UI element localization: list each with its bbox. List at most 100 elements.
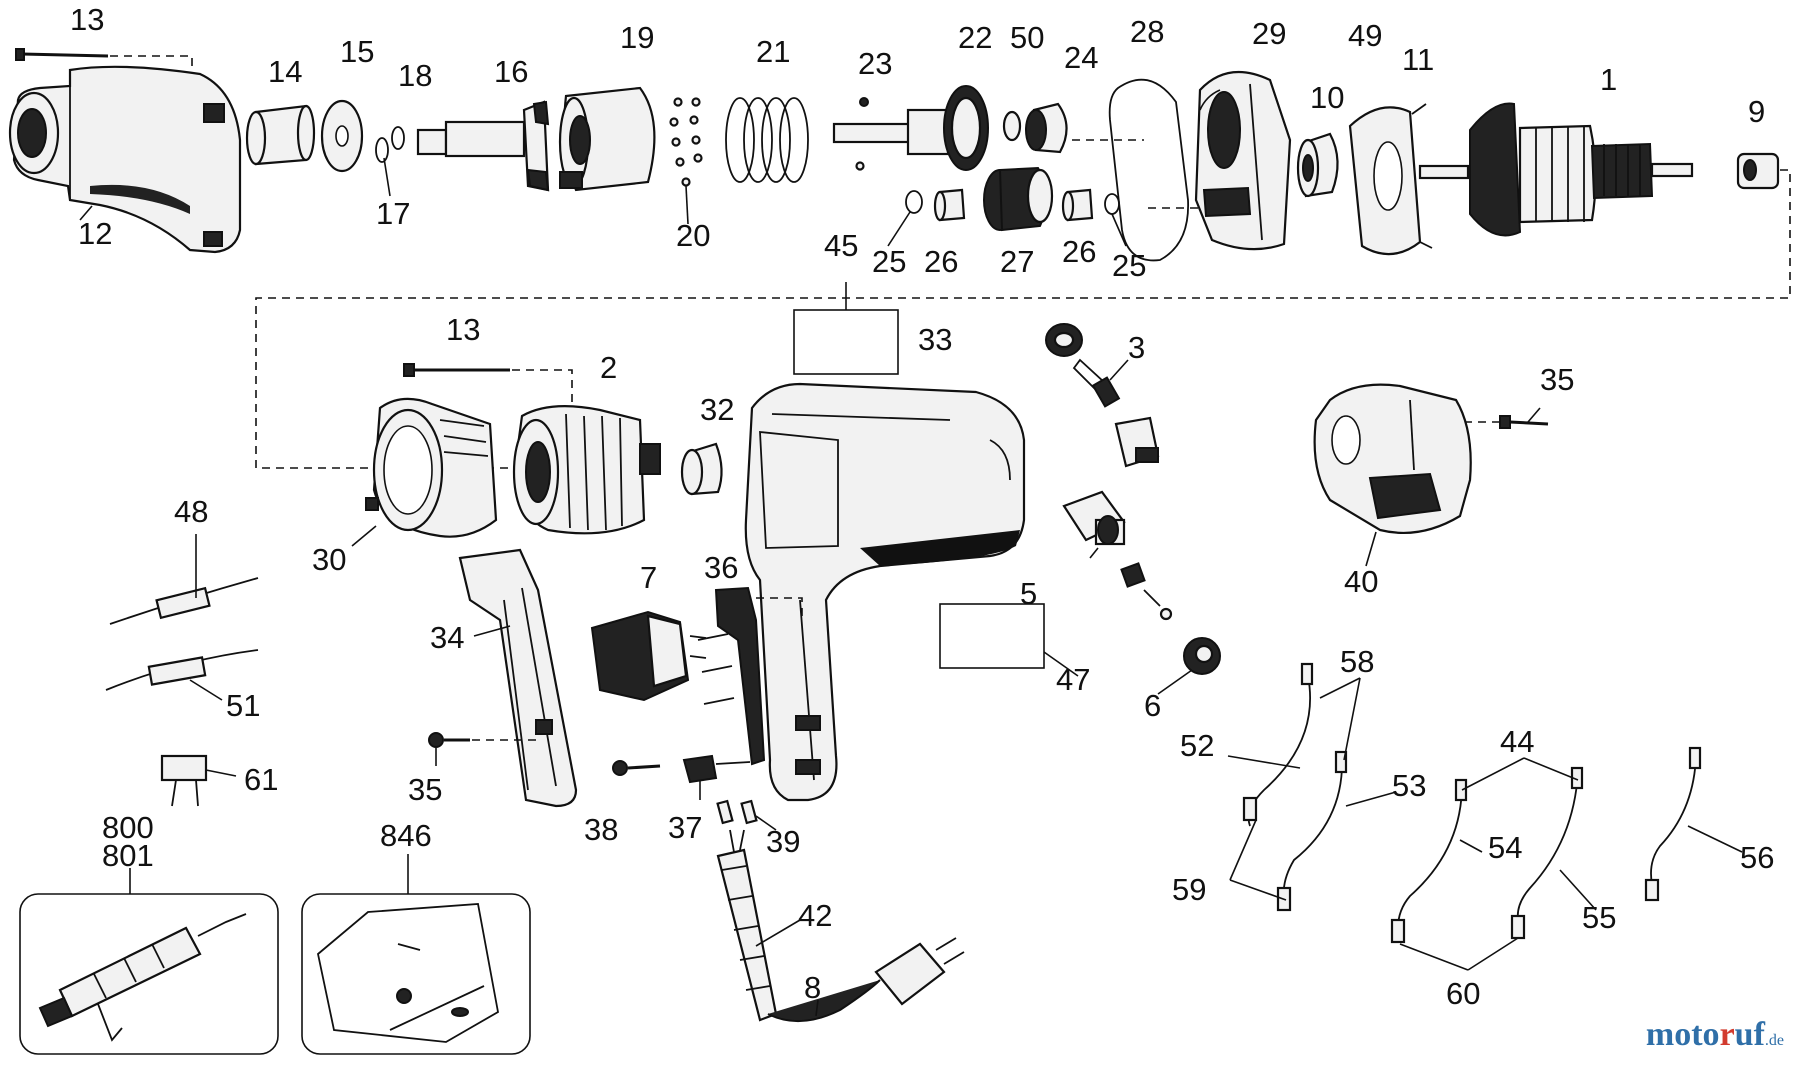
leader-58 xyxy=(1319,677,1361,761)
part-28-gasket xyxy=(1108,78,1189,262)
part-21-spring xyxy=(725,97,809,183)
leader-54 xyxy=(1459,839,1483,853)
label-49: 49 xyxy=(1348,18,1382,53)
part-53-wire xyxy=(1276,750,1348,912)
leader-25b xyxy=(1111,213,1127,247)
part-52-wire xyxy=(1242,662,1314,827)
label-19: 19 xyxy=(620,20,654,55)
label-58: 58 xyxy=(1340,644,1374,679)
label-7: 7 xyxy=(640,560,657,595)
label-25-right: 25 xyxy=(1112,248,1146,283)
label-12: 12 xyxy=(78,216,112,251)
part-61-wire-clip xyxy=(160,754,208,807)
label-48: 48 xyxy=(174,494,208,529)
label-17: 17 xyxy=(376,196,410,231)
leader-25a xyxy=(887,211,911,247)
part-48-wire-connector xyxy=(109,577,259,625)
label-2: 2 xyxy=(600,350,617,385)
part-26-bushing-b xyxy=(1061,188,1094,222)
part-27-gear xyxy=(983,166,1054,232)
label-36: 36 xyxy=(704,550,738,585)
part-50-washer xyxy=(1002,110,1022,142)
leader-60 xyxy=(1399,937,1519,971)
label-47: 47 xyxy=(1056,662,1090,697)
leader-53 xyxy=(1345,791,1397,807)
part-25-washer-b xyxy=(1104,193,1120,215)
leader-40 xyxy=(1365,531,1377,567)
part-32-bushing xyxy=(680,442,723,496)
label-16: 16 xyxy=(494,54,528,89)
watermark-logo: motoruf.de xyxy=(1645,1016,1784,1053)
label-42: 42 xyxy=(798,898,832,933)
leader-39 xyxy=(755,815,777,831)
label-3: 3 xyxy=(1128,330,1145,365)
part-23-pin xyxy=(859,97,869,107)
leader-17 xyxy=(383,157,391,197)
label-38: 38 xyxy=(584,812,618,847)
part-10-bearing xyxy=(1296,132,1339,198)
leader-3 xyxy=(1109,359,1129,381)
label-20: 20 xyxy=(676,218,710,253)
dashed-guide-36 xyxy=(756,597,803,616)
leader-8 xyxy=(815,999,819,1017)
label-39: 39 xyxy=(766,824,800,859)
label-45: 45 xyxy=(824,228,858,263)
part-25-washer-a xyxy=(905,190,923,214)
label-29: 29 xyxy=(1252,16,1286,51)
part-20-steel-balls xyxy=(669,97,703,187)
part-38-screw xyxy=(612,760,661,776)
part-19-hammer xyxy=(558,86,656,192)
part-16-anvil xyxy=(416,100,550,192)
part-29-gear-housing xyxy=(1194,70,1292,251)
part-5-brush-holder xyxy=(1062,490,1173,621)
label-22: 22 xyxy=(958,20,992,55)
part-22-spindle xyxy=(832,85,989,171)
label-8: 8 xyxy=(804,970,821,1005)
label-800: 800 xyxy=(102,810,154,845)
part-39-terminals xyxy=(716,799,758,825)
label-27: 27 xyxy=(1000,244,1034,279)
label-13-top: 13 xyxy=(70,2,104,37)
part-54-wire xyxy=(1390,778,1468,944)
leader-59 xyxy=(1229,819,1287,901)
label-24: 24 xyxy=(1064,40,1098,75)
label-25-left: 25 xyxy=(872,244,906,279)
leader-51 xyxy=(189,679,223,701)
label-33: 33 xyxy=(918,322,952,357)
label-21: 21 xyxy=(756,34,790,69)
leader-5 xyxy=(1089,547,1099,559)
part-47-label xyxy=(939,603,1045,669)
part-37-cord-clamp xyxy=(682,754,751,784)
label-54: 54 xyxy=(1488,830,1522,865)
part-8-power-cord xyxy=(767,937,965,1023)
label-23: 23 xyxy=(858,46,892,81)
label-15: 15 xyxy=(340,34,374,69)
label-44: 44 xyxy=(1500,724,1534,759)
dashed-guide-13b xyxy=(512,369,573,404)
label-35-left: 35 xyxy=(408,772,442,807)
part-14-sleeve xyxy=(245,104,316,166)
part-56-wire xyxy=(1644,746,1702,902)
label-5: 5 xyxy=(1020,576,1037,611)
part-13-screw-top xyxy=(15,48,109,61)
part-18-ring xyxy=(391,126,405,150)
label-28: 28 xyxy=(1130,14,1164,49)
part-45-nameplate xyxy=(793,309,899,375)
label-6: 6 xyxy=(1144,688,1161,723)
part-3-brush-assembly xyxy=(1045,323,1160,468)
part-846-parts-bag xyxy=(301,893,531,1055)
part-34-handle xyxy=(458,548,578,808)
part-30-end-cap xyxy=(365,397,498,538)
label-30: 30 xyxy=(312,542,346,577)
label-846: 846 xyxy=(380,818,432,853)
part-1-armature xyxy=(1418,102,1694,237)
part-51-wire-connector xyxy=(105,649,259,691)
label-9: 9 xyxy=(1748,94,1765,129)
label-34: 34 xyxy=(430,620,464,655)
label-51: 51 xyxy=(226,688,260,723)
part-55-wire xyxy=(1510,766,1584,940)
label-32: 32 xyxy=(700,392,734,427)
label-26-left: 26 xyxy=(924,244,958,279)
